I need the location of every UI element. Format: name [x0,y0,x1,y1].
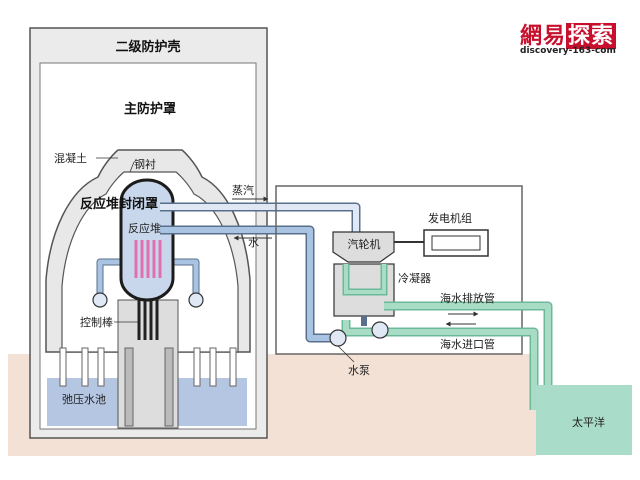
turbine [332,231,395,263]
control-rods [137,300,159,340]
label-reactor-core: 反应堆 [128,221,161,235]
label-steam: 蒸汽 [232,183,254,197]
recirc-pump-left [92,292,108,308]
seawater-pump [371,321,389,339]
logo-site-url: discovery-163-com [520,46,616,56]
turbine-hall [275,185,523,355]
reactor-core-rods [134,240,162,278]
label-suppression-pool: 弛压水池 [62,392,106,406]
label-concrete: 混凝土 [54,151,87,165]
label-ocean: 太平洋 [572,415,605,429]
steam-line [160,202,361,232]
recirc-pump-right [188,292,204,308]
feedwater-pump [329,329,347,347]
logo-brand-prefix: 網易 [520,23,567,49]
logo-brand-suffix: 探索 [566,23,617,49]
label-secondary-containment: 二级防护壳 [115,39,180,55]
label-water: 水 [248,236,259,249]
logo-brand: 網易探索 [520,18,617,50]
label-turbine: 汽轮机 [348,237,381,251]
label-seawater-in: 海水进口管 [440,337,495,351]
feedwater-line [160,225,334,343]
site-logo[interactable]: 網易探索 discovery-163-com [520,18,628,60]
label-seawater-out: 海水排放管 [440,291,495,305]
label-primary-containment: 主防护罩 [124,101,176,117]
label-reactor-vessel: 反应堆封闭罩 [80,196,158,212]
label-condenser: 冷凝器 [398,271,431,285]
label-pump: 水泵 [348,364,370,377]
label-steel-liner: 钢衬 [134,158,156,171]
label-generator: 发电机组 [428,211,472,225]
label-control-rods: 控制棒 [80,315,113,329]
pool-piers [59,347,237,387]
ocean [536,385,632,455]
